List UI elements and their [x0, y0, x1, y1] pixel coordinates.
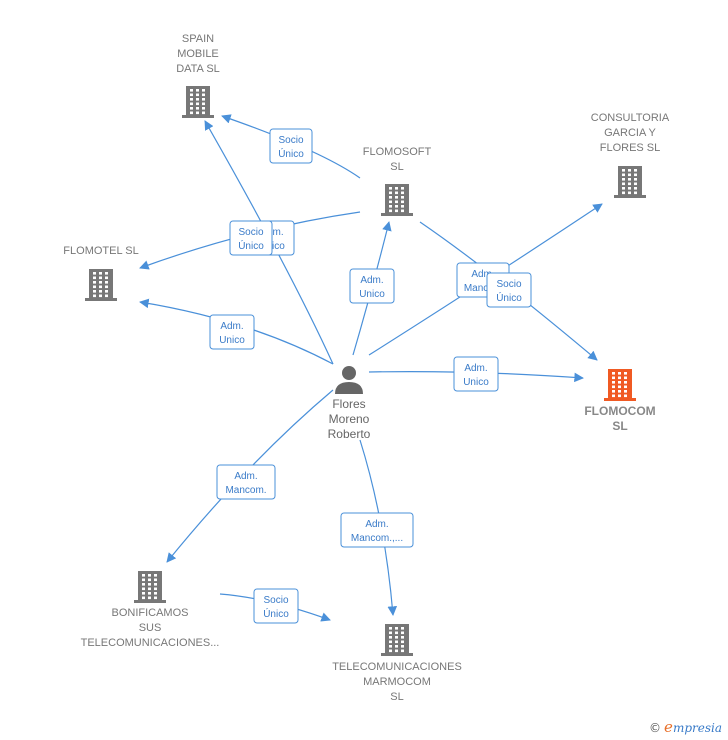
company-name-line: GARCIA Y [604, 127, 656, 139]
edge-label-text: Socio [238, 227, 263, 238]
company-name-line: CONSULTORIA [591, 112, 670, 124]
company-node-flomosoft[interactable]: FLOMOSOFT SL [363, 146, 432, 216]
edge-label-text: Socio [278, 135, 303, 146]
edge-label-text: Adm. [471, 269, 494, 280]
company-node-bonificamos[interactable]: BONIFICAMOS SUS TELECOMUNICACIONES... [81, 571, 220, 649]
brand-name: mpresia [672, 721, 722, 735]
edge-label-box [229, 220, 273, 256]
edge-label-box [486, 272, 532, 308]
edge-label-text: Único [496, 291, 522, 304]
edge-label-person-to-flomotel[interactable]: Adm. Unico [209, 314, 255, 350]
edge-label-text: Adm. [220, 321, 243, 332]
company-node-telecom[interactable]: TELECOMUNICACIONES MARMOCOM SL [332, 624, 462, 703]
company-name-line: SL [390, 161, 403, 173]
company-name-line: SUS [139, 622, 162, 634]
building-icon [614, 166, 646, 198]
building-icon [182, 86, 214, 118]
edge-label-person-to-telecom[interactable]: Adm. Mancom.,... [340, 512, 414, 548]
company-node-consultoria[interactable]: CONSULTORIA GARCIA Y FLORES SL [591, 112, 670, 198]
company-name-line: FLOMOTEL SL [63, 245, 138, 257]
edge-label-text: Mancom. [225, 485, 266, 496]
nodes-layer: SPAIN MOBILE DATA SL FLOMOSOFT SL CONSULTORIA… [63, 33, 670, 703]
building-icon [85, 269, 117, 301]
brand-initial: e [664, 718, 673, 736]
edge-label-text: Adm. [464, 363, 487, 374]
edge-label-text: Único [278, 147, 304, 160]
edge-labels-layer: SocioÚnicoAdm.UnicoSocioÚnicoAdm.UnicoAd… [209, 128, 532, 624]
company-name-line: SL [390, 691, 403, 703]
company-name-line: BONIFICAMOS [111, 607, 188, 619]
edge-label-text: Único [238, 239, 264, 252]
edge-label-text: Único [263, 607, 289, 620]
edge-label-box [269, 128, 313, 164]
building-icon [381, 184, 413, 216]
edge-label-box [340, 512, 414, 548]
company-name-line: TELECOMUNICACIONES [332, 661, 462, 673]
edge-label-text: Socio [263, 595, 288, 606]
company-name-line: SL [612, 419, 627, 433]
company-name-line: MARMOCOM [363, 676, 431, 688]
edge-label-text: Adm. [234, 471, 257, 482]
building-icon [604, 369, 636, 401]
company-name-line: SPAIN [182, 33, 214, 45]
company-node-flomotel[interactable]: FLOMOTEL SL [63, 245, 139, 301]
company-name-line: FLOMOCOM [584, 404, 655, 418]
edge-label-text: Mancom.,... [351, 533, 403, 544]
edge-label-text: Unico [219, 335, 245, 346]
edge-label-text: Unico [359, 289, 385, 300]
edge-label-box [209, 314, 255, 350]
edge-label-text: Manco... [464, 283, 502, 294]
edge-label-text: Adm. [360, 275, 383, 286]
company-name-line: MOBILE [177, 48, 219, 60]
edge-label-text: Unico [463, 377, 489, 388]
edge-label-person-to-flomosoft[interactable]: Adm. Unico [349, 268, 395, 304]
edge-label-box [253, 588, 299, 624]
copyright-symbol: © [649, 721, 662, 735]
edge-label-box [453, 356, 499, 392]
company-node-spain[interactable]: SPAIN MOBILE DATA SL [176, 33, 220, 118]
edge-label-person-to-flomocom[interactable]: Adm. Unico [453, 356, 499, 392]
company-name-line: FLOMOSOFT [363, 146, 432, 158]
company-name-line: TELECOMUNICACIONES... [81, 637, 220, 649]
edge-label-person-to-bonificamos[interactable]: Adm. Mancom. [216, 464, 276, 500]
edge-label-text: Adm. [365, 519, 388, 530]
edge-label-box [349, 268, 395, 304]
company-name-line: DATA SL [176, 63, 220, 75]
edge-person-to-spain [204, 120, 334, 365]
person-name-line: Roberto [328, 427, 371, 441]
building-icon [134, 571, 166, 603]
company-name-line: FLORES SL [600, 142, 661, 154]
person-name-line: Flores [332, 397, 365, 411]
person-name-line: Moreno [329, 412, 370, 426]
empresia-logo[interactable]: ©empresia [649, 718, 722, 736]
edge-label-text: Socio [496, 279, 521, 290]
edge-label-box [216, 464, 276, 500]
person-icon [335, 366, 363, 394]
building-icon [381, 624, 413, 656]
